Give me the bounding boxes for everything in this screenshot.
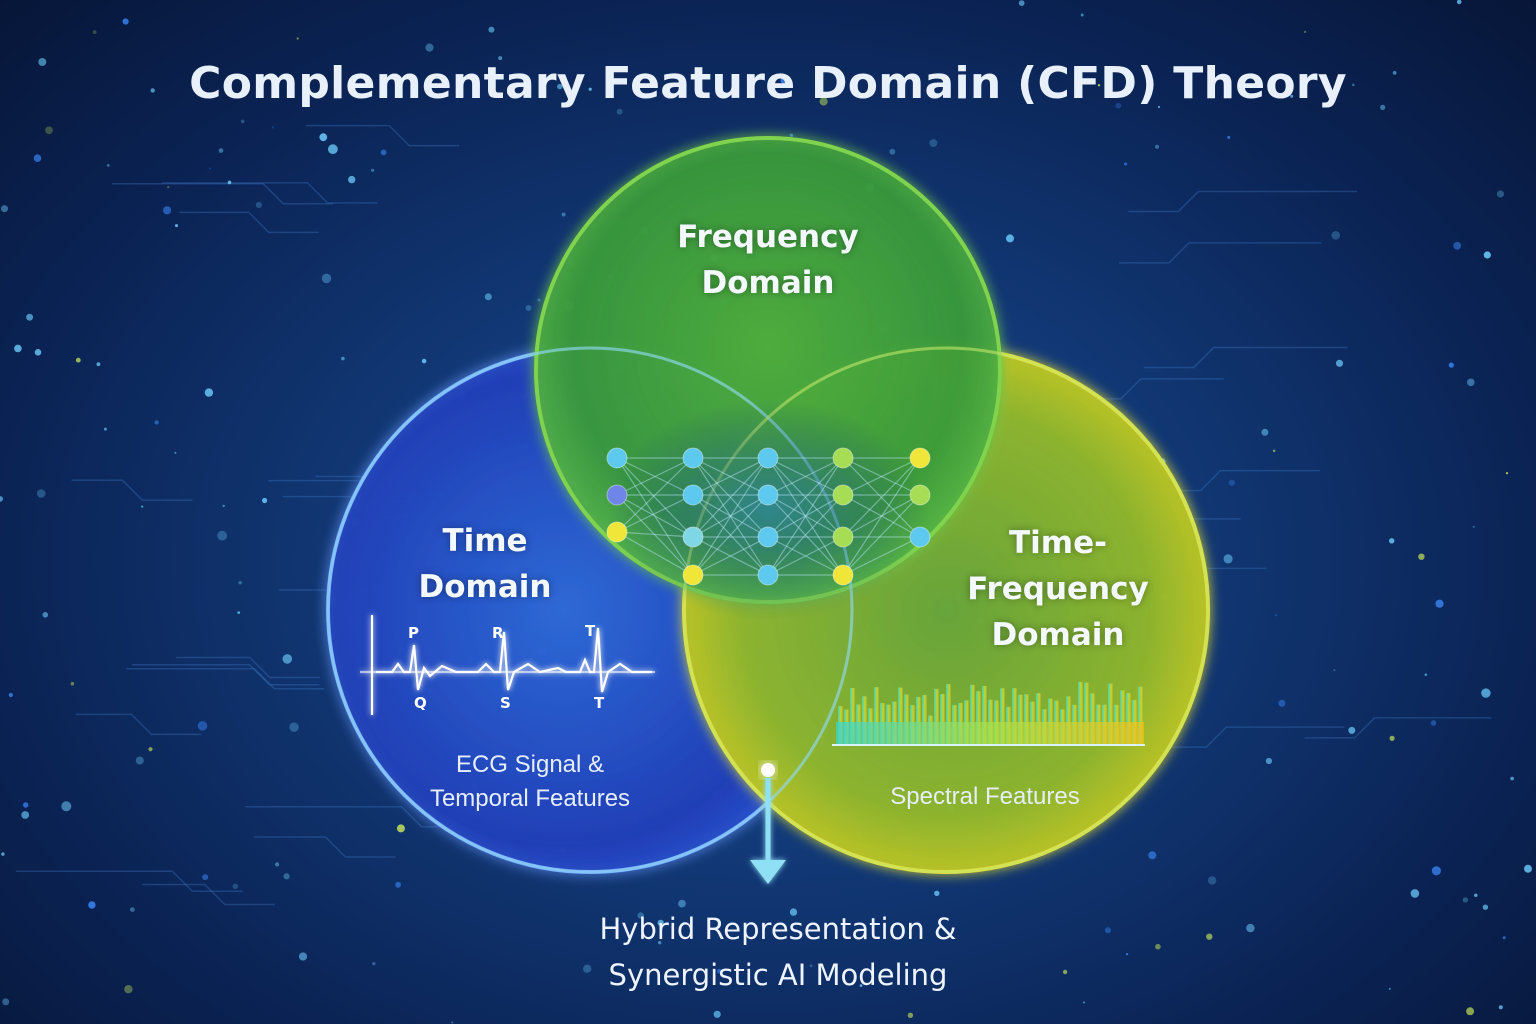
- time-domain-caption: ECG Signal & Temporal Features: [429, 751, 631, 812]
- neural-node: [909, 526, 931, 548]
- neural-node: [832, 564, 854, 586]
- neural-node: [606, 484, 628, 506]
- ecg-marker-q: Q: [414, 694, 427, 712]
- neural-node: [682, 564, 704, 586]
- neural-node: [909, 484, 931, 506]
- neural-node: [832, 526, 854, 548]
- time-domain-label: Time Domain: [418, 523, 552, 605]
- output-label: Hybrid Representation & Synergistic AI M…: [599, 912, 957, 992]
- ecg-markers: P R T Q S T: [408, 622, 605, 712]
- neural-node: [682, 447, 704, 469]
- neural-node: [909, 447, 931, 469]
- neural-node: [757, 484, 779, 506]
- ecg-marker-r: R: [492, 624, 504, 642]
- ecg-marker-p: P: [408, 624, 419, 642]
- neural-node: [606, 447, 628, 469]
- neural-node: [757, 447, 779, 469]
- ecg-marker-s: S: [500, 694, 511, 712]
- convergence-point: [761, 763, 775, 777]
- neural-node: [757, 526, 779, 548]
- frequency-domain-label: Frequency Domain: [677, 219, 859, 301]
- spectrogram-icon: [832, 681, 1145, 746]
- time-frequency-domain-label: Time- Frequency Domain: [967, 525, 1149, 653]
- arrow-down-icon: [750, 778, 786, 884]
- neural-network-icon: [606, 447, 931, 586]
- ecg-marker-t: T: [585, 622, 596, 640]
- ecg-waveform-icon: [360, 615, 655, 715]
- neural-node: [606, 521, 628, 543]
- page-title: Complementary Feature Domain (CFD) Theor…: [189, 58, 1347, 109]
- time-frequency-domain-caption: Spectral Features: [890, 783, 1080, 810]
- ecg-marker-t2: T: [594, 694, 605, 712]
- neural-node: [832, 484, 854, 506]
- neural-node: [682, 484, 704, 506]
- neural-node: [682, 526, 704, 548]
- neural-node: [832, 447, 854, 469]
- neural-node: [757, 564, 779, 586]
